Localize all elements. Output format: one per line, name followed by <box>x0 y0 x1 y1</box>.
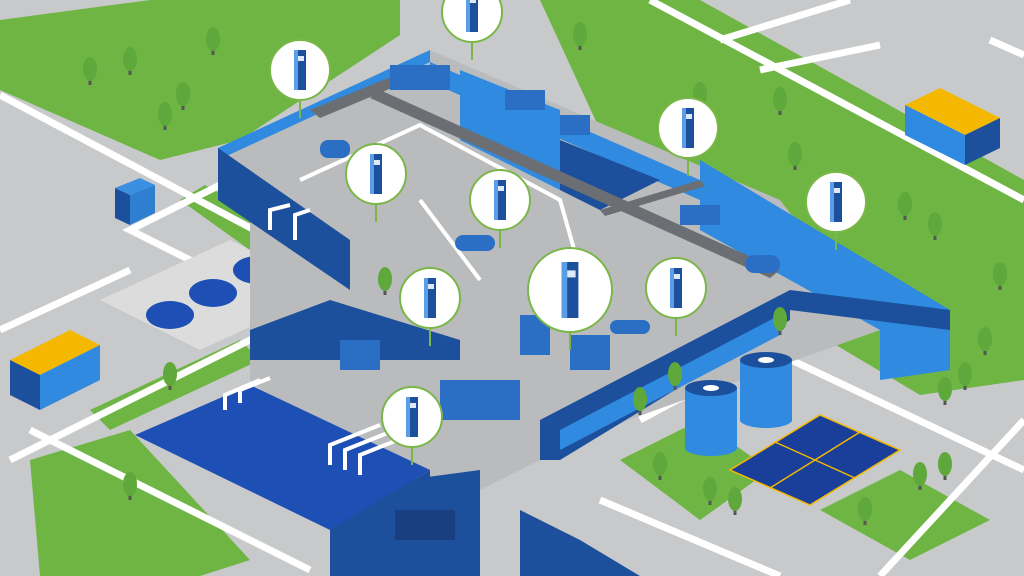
drive-cabinet-icon <box>494 180 506 220</box>
clarifier-icon <box>146 301 194 329</box>
tree-icon <box>573 22 587 50</box>
tree-icon <box>176 82 190 110</box>
drive-cabinet-icon <box>466 0 478 32</box>
drive-cabinet-icon <box>424 278 436 318</box>
drive-callout <box>399 267 461 346</box>
drive-callout <box>469 169 531 248</box>
tree-icon <box>703 477 717 505</box>
drive-cabinet-icon <box>370 154 382 194</box>
drive-cabinet-icon <box>406 397 418 437</box>
storage-tanks <box>685 352 792 456</box>
water-basin <box>135 385 430 545</box>
drive-callouts <box>269 0 867 465</box>
drive-cabinet-icon <box>830 182 842 222</box>
tree-icon <box>123 47 137 75</box>
drive-cabinet-icon <box>561 262 579 318</box>
tree-icon <box>668 362 682 390</box>
tree-icon <box>978 327 992 355</box>
equipment <box>320 65 780 540</box>
tree-icon <box>858 497 872 525</box>
tree-icon <box>83 57 97 85</box>
tree-icon <box>773 307 787 335</box>
tree-icon <box>928 212 942 240</box>
tree-icon <box>158 102 172 130</box>
drive-callout <box>805 171 867 250</box>
tree-icon <box>206 27 220 55</box>
tree-icon <box>913 462 927 490</box>
drive-callout <box>381 386 443 465</box>
tree-icon <box>123 472 137 500</box>
drive-cabinet-icon <box>682 108 694 148</box>
drive-callout <box>269 39 331 118</box>
drive-cabinet-icon <box>670 268 682 308</box>
tree-icon <box>633 387 647 415</box>
drive-callout <box>527 247 613 350</box>
solar-panel-icon <box>728 414 902 506</box>
tree-icon <box>993 262 1007 290</box>
trees <box>83 22 1007 525</box>
drive-callout <box>645 257 707 336</box>
tree-icon <box>938 452 952 480</box>
warehouse-icon <box>905 88 1000 165</box>
tree-icon <box>898 192 912 220</box>
tree-icon <box>788 142 802 170</box>
warehouse-icon <box>10 330 100 410</box>
tree-icon <box>378 267 392 295</box>
tree-icon <box>728 487 742 515</box>
drive-callout <box>657 97 719 176</box>
tree-icon <box>653 452 667 480</box>
tank-icon <box>685 380 737 456</box>
drive-callout <box>345 143 407 222</box>
tree-icon <box>938 377 952 405</box>
drive-cabinet-icon <box>294 50 306 90</box>
tree-icon <box>958 362 972 390</box>
tank-icon <box>740 352 792 428</box>
drive-callout <box>441 0 503 60</box>
clarifier-icon <box>189 279 237 307</box>
tree-icon <box>773 87 787 115</box>
tree-icon <box>163 362 177 390</box>
small-hut <box>115 178 155 225</box>
